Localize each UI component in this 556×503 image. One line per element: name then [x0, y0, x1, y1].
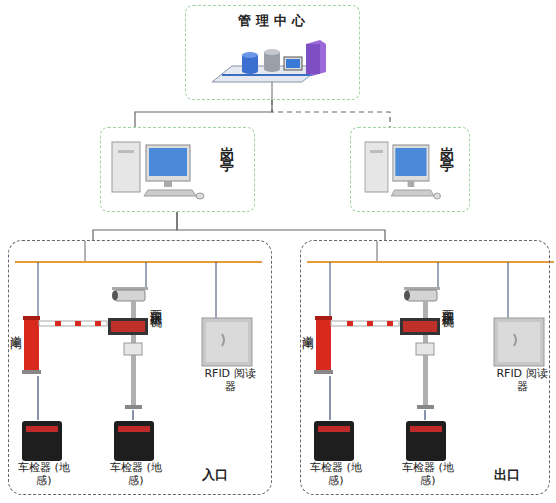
lane-devices — [307, 241, 554, 461]
booth-computer — [112, 142, 204, 199]
entrance-zone: 入口 道闸 车牌识别一体机 RFID 阅读器车检器 (地感) 车检器 (地感) — [8, 240, 272, 495]
node-label: 入口 — [202, 468, 228, 483]
node-label: 道闸 — [8, 326, 22, 330]
rfid-reader: RFID 阅读器 — [200, 318, 260, 398]
rfid-reader: RFID 阅读器 — [492, 318, 552, 398]
connector-line — [329, 376, 330, 420]
node-label: 岗亭 — [439, 136, 455, 154]
node-label: 出口 — [494, 468, 520, 483]
server-tower-side — [306, 40, 326, 76]
connector-line — [93, 212, 177, 240]
server-platform — [212, 66, 322, 82]
connector-line — [132, 410, 133, 420]
network-bar — [222, 74, 312, 76]
center-uplink — [272, 82, 273, 100]
connector-line — [135, 100, 272, 127]
storage-cylinder-top — [264, 49, 280, 55]
detector-body — [22, 421, 62, 461]
connector-line — [424, 410, 425, 420]
node-label: 车检器 (地感) — [310, 462, 362, 487]
rfid-face — [206, 322, 248, 362]
vehicle-detector: 车检器 (地感) — [402, 420, 454, 494]
display-board — [108, 318, 148, 335]
server-tower — [306, 44, 320, 74]
admin-screen — [286, 59, 300, 68]
detector-body — [114, 421, 154, 461]
connector-line — [37, 376, 38, 420]
feed-line — [85, 241, 86, 262]
connector-line — [177, 212, 385, 240]
node-label: RFID 阅读器 — [492, 368, 552, 393]
guard-booth: 岗亭 — [100, 127, 255, 212]
plate-camera: 车牌识别一体机 — [108, 286, 193, 410]
node-label: 车检器 (地感) — [18, 462, 70, 487]
node-label: 道闸 — [300, 326, 314, 330]
barrier-gate: 道闸 — [300, 318, 400, 376]
storage-cylinder-bottom — [264, 66, 280, 72]
node-label: RFID 阅读器 — [200, 368, 260, 393]
node-label: 车牌识别一体机 — [440, 300, 454, 307]
server-illustration — [212, 40, 326, 100]
vehicle-detector: 车检器 (地感) — [110, 420, 162, 494]
barrier-cap — [23, 316, 40, 320]
db-cylinder-top — [242, 52, 258, 58]
bus-drop — [146, 262, 147, 290]
barrier-gate: 道闸 — [8, 318, 108, 376]
node-label: 管理中心 — [186, 14, 361, 29]
arm-stripe — [95, 321, 101, 326]
db-cylinder-bottom — [242, 68, 258, 74]
lane-devices — [15, 241, 262, 461]
detector-strip — [26, 426, 58, 432]
bus-drop — [38, 262, 39, 318]
plate-camera: 车牌识别一体机 — [400, 286, 485, 410]
control-box — [124, 343, 142, 355]
camera-lens — [112, 291, 118, 301]
barrier-post — [24, 318, 39, 370]
barrier-arm — [39, 321, 107, 326]
vehicle-detector: 车检器 (地感) — [18, 420, 70, 494]
arm-stripe — [55, 321, 61, 326]
vehicle-detector: 车检器 (地感) — [310, 420, 362, 494]
connector-line — [272, 100, 390, 127]
node-label: 车检器 (地感) — [402, 462, 454, 487]
exit-zone: 出口 道闸 车牌识别一体机 RFID 阅读器车检器 (地感) 车检器 (地感) — [300, 240, 550, 495]
bus-drop — [216, 262, 217, 318]
booth-computer — [365, 142, 440, 199]
barrier-base — [22, 370, 41, 374]
node-label: 岗亭 — [219, 136, 235, 154]
guard-booth: 岗亭 — [350, 127, 470, 212]
node-label: 车检器 (地感) — [110, 462, 162, 487]
display-led — [111, 321, 145, 332]
camera-housing — [115, 290, 145, 301]
rfid-panel — [202, 318, 252, 366]
management-center: 管理中心 — [185, 5, 360, 100]
arm-stripe — [75, 321, 81, 326]
admin-monitor — [284, 57, 302, 70]
rfid-mark — [222, 334, 224, 346]
node-label: 车牌识别一体机 — [148, 300, 162, 307]
device-bus — [15, 261, 262, 263]
camera-base — [125, 405, 142, 409]
detector-strip — [118, 426, 150, 432]
